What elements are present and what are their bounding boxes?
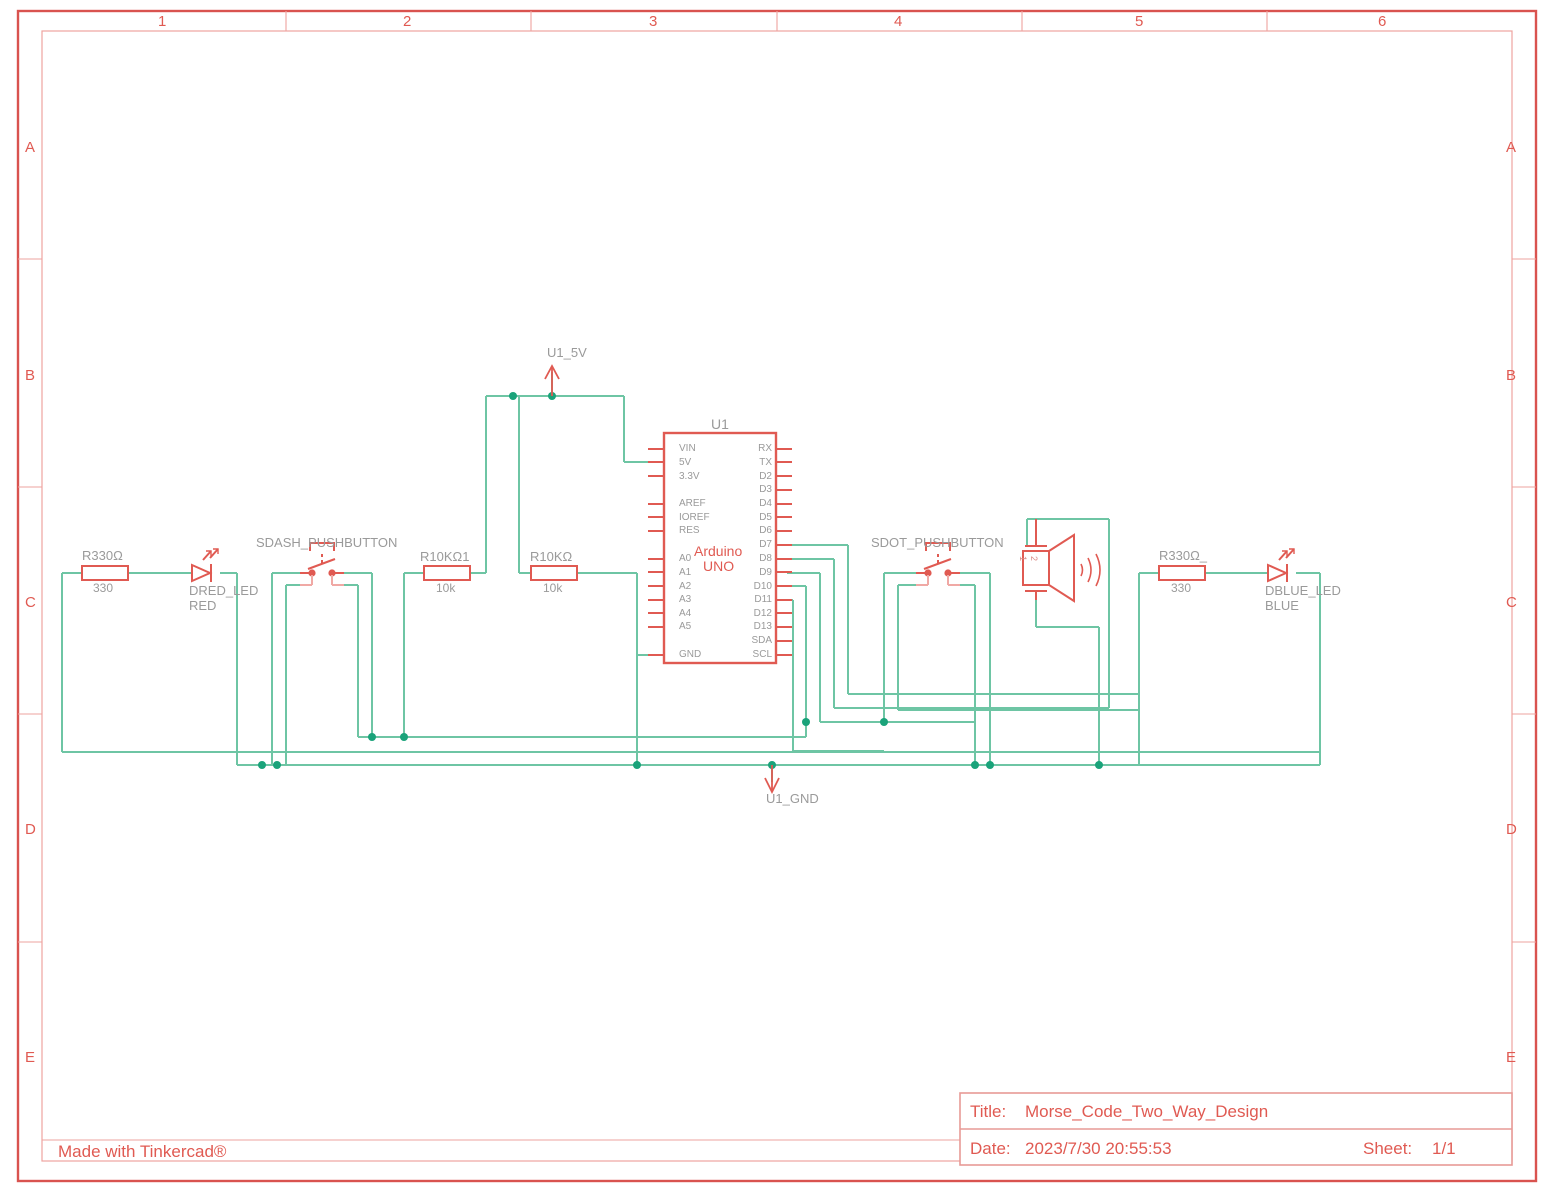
zone-right-e: E (1506, 1049, 1517, 1066)
pin-label-a3: A3 (679, 594, 692, 605)
power-symbol-5v (544, 364, 560, 396)
pin-label-3v3: 3.3V (679, 471, 700, 482)
ref-r10k1: R10KΩ1 (420, 549, 470, 564)
pin-label-sda: SDA (751, 635, 772, 646)
zone-right-b: B (1506, 367, 1517, 384)
value-dred-led: RED (189, 598, 217, 613)
value-r10k1: 10k (436, 581, 456, 595)
resistor-r10k (530, 565, 578, 581)
title-value: Morse_Code_Two_Way_Design (1025, 1102, 1269, 1121)
junction-dots (258, 392, 1103, 769)
led-red (191, 548, 219, 583)
value-dblue-led: BLUE (1265, 598, 1299, 613)
zone-left-c: C (25, 594, 36, 611)
pin-label-d4: D4 (759, 498, 772, 509)
speaker-pin-2: 2 (1029, 556, 1039, 562)
pin-label-a5: A5 (679, 621, 692, 632)
sheet-value: 1/1 (1432, 1139, 1456, 1158)
zone-right-c: C (1506, 594, 1517, 611)
zone-left-d: D (25, 821, 36, 838)
power-symbol-gnd (764, 765, 780, 795)
pin-label-d12: D12 (753, 608, 772, 619)
ref-dred-led: DRED_LED (189, 583, 259, 598)
pin-label-scl: SCL (752, 649, 772, 660)
net-wires (61, 372, 1321, 782)
pin-label-a1: A1 (679, 567, 692, 578)
pin-label-tx: TX (759, 457, 772, 468)
pin-label-d9: D9 (759, 567, 772, 578)
title-label: Title: (970, 1102, 1007, 1121)
zone-right-a: A (1506, 139, 1517, 156)
title-block-frame (959, 1092, 1513, 1166)
value-r330-left: 330 (93, 581, 114, 595)
zone-left-e: E (25, 1049, 36, 1066)
pushbutton-sdash (300, 542, 344, 586)
pin-label-a0: A0 (679, 553, 692, 564)
pin-label-d5: D5 (759, 512, 772, 523)
zone-left-b: B (25, 367, 36, 384)
speaker-piezo (1022, 519, 1101, 603)
resistor-r330-right (1158, 565, 1206, 581)
ic-name-line1: Arduino (694, 543, 743, 559)
pin-label-a4: A4 (679, 608, 692, 619)
pin-label-aref: AREF (679, 498, 706, 509)
pin-label-d7: D7 (759, 539, 772, 550)
net-label-u1-gnd: U1_GND (766, 791, 819, 806)
ref-r10k: R10KΩ (530, 549, 573, 564)
pin-label-ioref: IOREF (679, 512, 710, 523)
date-label: Date: (970, 1139, 1011, 1158)
speaker-pin-1: 1 (1018, 556, 1028, 562)
zone-top-1: 1 (158, 13, 167, 30)
pin-label-d11: D11 (754, 594, 772, 605)
pin-label-vin: VIN (679, 443, 696, 454)
zone-top-5: 5 (1135, 13, 1144, 30)
ref-r330-left: R330Ω (82, 548, 123, 563)
ref-dblue-led: DBLUE_LED (1265, 583, 1341, 598)
pushbutton-sdot (916, 542, 960, 586)
pin-label-res: RES (679, 525, 700, 536)
zone-right-d: D (1506, 821, 1517, 838)
tinkercad-credit: Made with Tinkercad® (58, 1142, 227, 1161)
date-value: 2023/7/30 20:55:53 (1025, 1139, 1172, 1158)
zone-top-6: 6 (1378, 13, 1387, 30)
pin-label-d8: D8 (759, 553, 772, 564)
pin-label-d2: D2 (759, 471, 772, 482)
resistor-r10k1 (423, 565, 471, 581)
led-blue (1267, 548, 1295, 583)
pin-label-d3: D3 (759, 484, 772, 495)
zone-top-2: 2 (403, 13, 412, 30)
zone-top-3: 3 (649, 13, 658, 30)
zone-top-4: 4 (894, 13, 903, 30)
value-r330-right: 330 (1171, 581, 1192, 595)
pin-label-d13: D13 (753, 621, 772, 632)
pin-label-gnd: GND (679, 649, 702, 660)
pin-label-rx: RX (758, 443, 772, 454)
ref-sdot-pushbutton: SDOT_PUSHBUTTON (871, 535, 1004, 550)
resistor-r330-left (81, 565, 129, 581)
sheet-label: Sheet: (1363, 1139, 1413, 1158)
pin-label-d10: D10 (753, 581, 772, 592)
value-r10k: 10k (543, 581, 563, 595)
pin-label-d6: D6 (759, 525, 772, 536)
net-label-u1-5v: U1_5V (547, 345, 587, 360)
pin-label-a2: A2 (679, 581, 692, 592)
ic-name-line2: UNO (703, 558, 735, 574)
zone-left-a: A (25, 139, 36, 156)
ref-r330-right: R330Ω_ (1159, 548, 1208, 563)
ic-arduino-uno (648, 431, 792, 665)
ref-sdash-pushbutton: SDASH_PUSHBUTTON (256, 535, 398, 550)
ic-ref-label: U1 (711, 416, 729, 432)
pin-label-5v: 5V (679, 457, 692, 468)
